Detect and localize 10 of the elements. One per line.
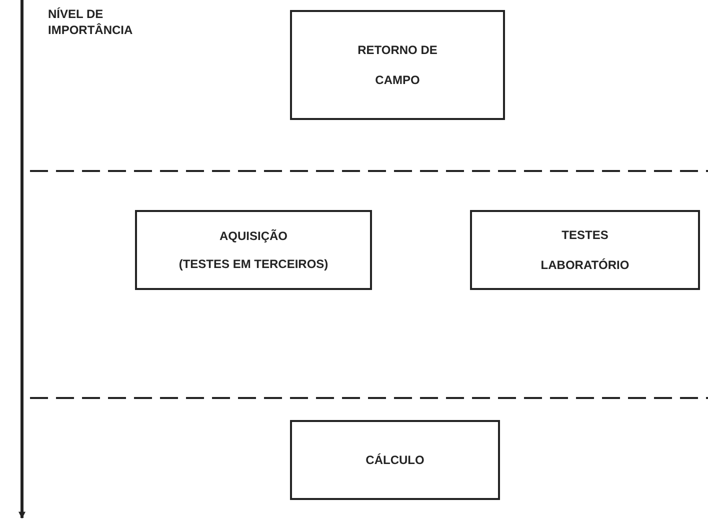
box-text: TESTES LABORATÓRIO bbox=[540, 227, 630, 274]
box-text: (TESTES EM TERCEIROS) bbox=[178, 256, 328, 271]
process-box bbox=[290, 10, 505, 120]
box-text: CÁLCULO bbox=[366, 453, 424, 467]
box-text: AQUISIÇÃO bbox=[219, 229, 288, 244]
process-box bbox=[135, 210, 372, 290]
box-text: RETORNO DE CAMPO bbox=[356, 42, 438, 89]
axis-label: NÍVEL DE IMPORTÂNCIA bbox=[48, 6, 134, 38]
process-box bbox=[290, 420, 500, 500]
process-box bbox=[470, 210, 700, 290]
